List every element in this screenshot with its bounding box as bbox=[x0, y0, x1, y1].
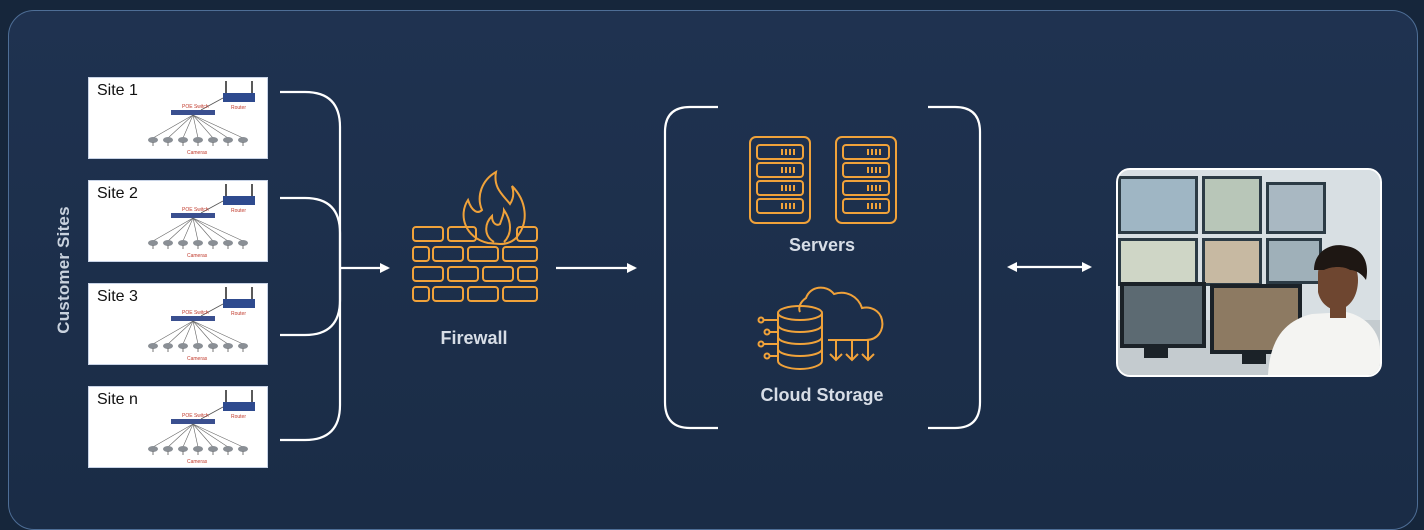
camera-icon bbox=[238, 137, 248, 143]
poe-switch-icon bbox=[171, 419, 215, 424]
camera-icon bbox=[208, 137, 218, 143]
camera-icon bbox=[223, 240, 233, 246]
servers-label: Servers bbox=[788, 235, 856, 255]
camera-icon bbox=[148, 240, 158, 246]
camera-icon bbox=[148, 343, 158, 349]
switch-label: POE Switch bbox=[182, 207, 209, 213]
camera-icon bbox=[223, 343, 233, 349]
cloud-bracket bbox=[663, 105, 982, 430]
site-title: Site 2 bbox=[97, 185, 138, 202]
router-icon bbox=[223, 390, 255, 411]
router-label: Router bbox=[231, 311, 246, 317]
camera-icon bbox=[208, 446, 218, 452]
camera-icon bbox=[238, 446, 248, 452]
poe-switch-icon bbox=[171, 110, 215, 115]
firewall-icon bbox=[412, 170, 538, 302]
cloud-storage-icon bbox=[757, 286, 884, 371]
camera-icon bbox=[238, 343, 248, 349]
router-icon bbox=[223, 287, 255, 308]
site-title: Site 3 bbox=[97, 288, 138, 305]
camera-icon bbox=[193, 240, 203, 246]
router-icon bbox=[223, 184, 255, 205]
camera-icon bbox=[178, 343, 188, 349]
camera-icon bbox=[163, 240, 173, 246]
camera-icon bbox=[178, 446, 188, 452]
camera-icon bbox=[193, 137, 203, 143]
camera-icon bbox=[163, 343, 173, 349]
router-label: Router bbox=[231, 105, 246, 111]
camera-icon bbox=[178, 240, 188, 246]
cameras-label: Cameras bbox=[187, 150, 208, 156]
cameras-label: Cameras bbox=[187, 459, 208, 465]
camera-icon bbox=[148, 446, 158, 452]
switch-label: POE Switch bbox=[182, 104, 209, 110]
camera-icon bbox=[208, 240, 218, 246]
cameras-label: Cameras bbox=[187, 253, 208, 259]
camera-icon bbox=[193, 343, 203, 349]
site-connector-lines bbox=[280, 90, 342, 442]
router-icon bbox=[223, 81, 255, 102]
switch-label: POE Switch bbox=[182, 310, 209, 316]
camera-icon bbox=[208, 343, 218, 349]
camera-icon bbox=[163, 137, 173, 143]
operator-illustration bbox=[1118, 170, 1380, 375]
switch-label: POE Switch bbox=[182, 413, 209, 419]
camera-icon bbox=[178, 137, 188, 143]
firewall-label: Firewall bbox=[440, 328, 508, 348]
poe-switch-icon bbox=[171, 213, 215, 218]
site-title: Site 1 bbox=[97, 82, 138, 99]
diagram-graphics bbox=[280, 90, 1092, 442]
camera-icon bbox=[223, 137, 233, 143]
camera-icon bbox=[223, 446, 233, 452]
router-label: Router bbox=[231, 414, 246, 420]
router-label: Router bbox=[231, 208, 246, 214]
camera-icon bbox=[163, 446, 173, 452]
monitoring-operator-photo bbox=[1116, 168, 1382, 377]
camera-icon bbox=[148, 137, 158, 143]
server-rack-icon bbox=[835, 136, 897, 224]
server-rack-icon bbox=[749, 136, 811, 224]
cloud-storage-label: Cloud Storage bbox=[760, 385, 884, 405]
camera-icon bbox=[238, 240, 248, 246]
cameras-label: Cameras bbox=[187, 356, 208, 362]
poe-switch-icon bbox=[171, 316, 215, 321]
site-title: Site n bbox=[97, 391, 138, 408]
camera-icon bbox=[193, 446, 203, 452]
